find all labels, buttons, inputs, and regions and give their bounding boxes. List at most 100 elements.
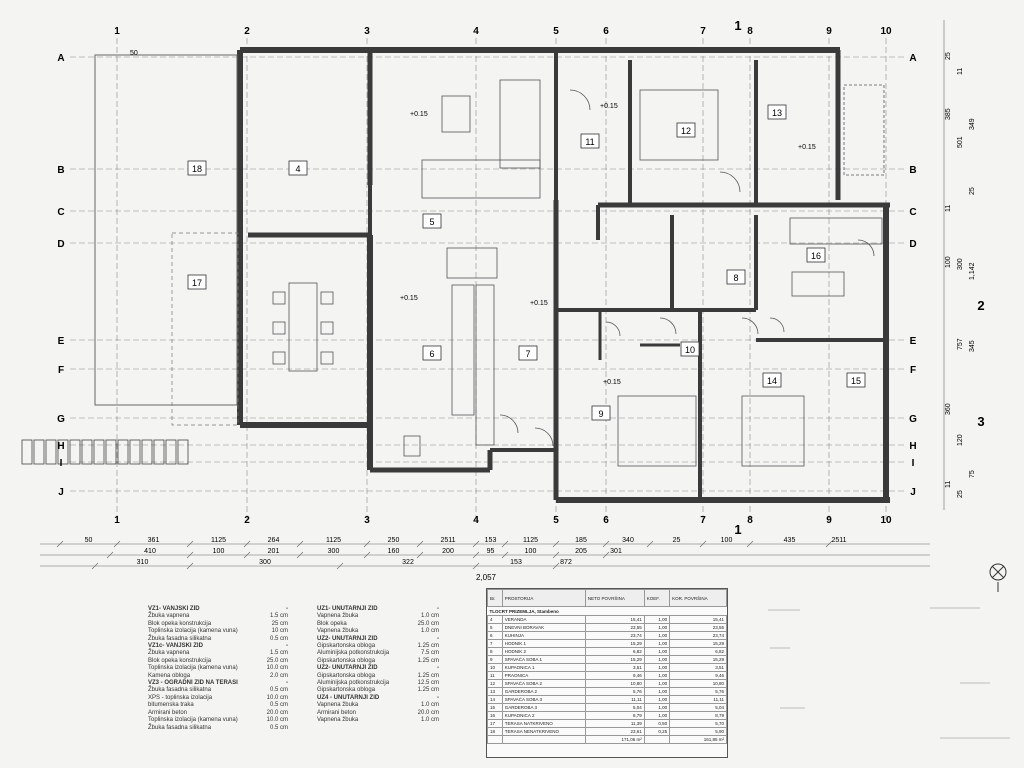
terrace-fence <box>21 439 189 465</box>
dim-right-value: 100 <box>945 256 952 268</box>
double-sink <box>791 271 845 297</box>
table-cell: 9,46 <box>669 671 727 680</box>
room-table-caption-text: TLOCRT PRIZEMLJA, Stambeno <box>489 608 559 614</box>
legend-value: 10 cm <box>271 628 288 635</box>
table-cell: 1,00 <box>643 615 671 624</box>
legend-label: Vapnena žbuka <box>317 613 359 620</box>
bed-9 <box>617 395 697 467</box>
dim-row3-value: 153 <box>510 559 522 566</box>
room-tag-box <box>846 372 866 388</box>
legend-label: Gipskartonska obloga <box>317 643 376 650</box>
room-number: 16 <box>811 251 821 261</box>
table-cell: SPAVAĆA SOBA 3 <box>501 695 586 704</box>
dim-total: 2,057 <box>476 573 497 582</box>
legend-value: - <box>437 694 439 701</box>
axis-label-right: J <box>910 487 916 498</box>
legend-header: UZ4 - UNUTARNJI ZID- <box>317 695 439 702</box>
legend-label: XPS - toplinska izolacija <box>148 694 213 701</box>
table-cell: 1,00 <box>643 631 671 640</box>
dim-row1-tick <box>243 540 251 548</box>
fence-segment <box>57 439 69 465</box>
legend-value: 0.5 cm <box>269 687 288 694</box>
dim-row2-value: 100 <box>213 548 225 555</box>
room-number: 5 <box>429 217 434 227</box>
fence-segment <box>141 439 153 465</box>
door-swing <box>499 414 519 434</box>
dim-row1-tick <box>56 540 64 548</box>
dim-right-value: 11 <box>945 481 952 488</box>
dim-row1-value: 153 <box>485 537 497 544</box>
level-marker: +0.15 <box>400 295 418 302</box>
table-cell: 1,00 <box>643 663 671 672</box>
room-table-column-header: PROSTORIJA <box>501 589 586 607</box>
table-cell: 15,29 <box>669 655 727 664</box>
table-cell: 11 <box>487 671 503 680</box>
axis-label-left: B <box>57 165 64 176</box>
table-cell: KUHINJA <box>501 631 586 640</box>
table-cell <box>487 735 503 744</box>
room-table-column-header: NETO POVRŠINA <box>584 589 645 607</box>
table-cell: 6,82 <box>669 647 727 656</box>
legend-label: Toplinska izolacija (kamena vuna) <box>148 665 238 672</box>
axis-label-left: D <box>57 239 64 250</box>
dim-row1-value: 2511 <box>440 537 455 544</box>
stairs <box>843 84 885 176</box>
legend-label: VZ1c- VANJSKI ZID <box>148 643 203 650</box>
legend-value: 10.0 cm <box>266 694 288 701</box>
table-cell: 15,29 <box>584 639 645 648</box>
table-cell: 5,70 <box>669 719 727 728</box>
dim-row1-tick <box>646 540 654 548</box>
table-cell: KUPAONICA 2 <box>501 711 586 720</box>
fence-segment <box>81 439 93 465</box>
dim-row3-value: 322 <box>402 559 414 566</box>
chair <box>272 321 286 335</box>
table-cell: VERANDA <box>501 615 586 624</box>
room-number: 17 <box>192 278 202 288</box>
covered-terrace-outline <box>171 232 239 426</box>
legend-row: Toplinska izolacija (kamena vuna)10.0 cm <box>148 665 288 672</box>
axis-label-left: C <box>57 207 64 218</box>
dim-row3-value: 872 <box>560 559 572 566</box>
legend-value: 25 cm <box>271 620 288 627</box>
dim-top: 50 <box>130 50 138 57</box>
dim-right-value: 11 <box>945 205 952 212</box>
axis-label-right: E <box>910 336 917 347</box>
legend-value: 7.5 cm <box>420 650 439 657</box>
table-cell: 14 <box>487 695 503 704</box>
legend-value: 1.5 cm <box>269 613 288 620</box>
axis-label-bottom: 5 <box>553 515 559 526</box>
room-table-caption: TLOCRT PRIZEMLJA, Stambeno <box>488 607 727 616</box>
room-tag-box <box>580 133 600 149</box>
axis-label-right: D <box>909 239 916 250</box>
dim-row1-tick <box>825 540 833 548</box>
axis-label-right: A <box>909 53 916 64</box>
table-cell: 15,29 <box>584 655 645 664</box>
table-cell: 1,00 <box>643 671 671 680</box>
dim-right-value: 75 <box>969 470 976 478</box>
legend-value: 0.5 cm <box>269 702 288 709</box>
legend-label: Vapnena žbuka <box>317 717 359 724</box>
table-cell: 5,76 <box>584 687 645 696</box>
legend-value: - <box>286 643 288 650</box>
axis-label-right: C <box>909 207 916 218</box>
table-cell: 16 <box>487 711 503 720</box>
axis-label-bottom: 8 <box>747 515 753 526</box>
table-cell: HODNIK 2 <box>501 647 586 656</box>
fence-segment <box>129 439 141 465</box>
table-cell: TERASA NENATKRIVENO <box>501 727 586 736</box>
dim-row1-value: 185 <box>575 537 587 544</box>
legend-value: 12.5 cm <box>417 680 439 687</box>
dim-right-value: 120 <box>957 434 964 446</box>
table-cell: 15,41 <box>584 615 645 624</box>
table-cell: HODNIK 1 <box>501 639 586 648</box>
